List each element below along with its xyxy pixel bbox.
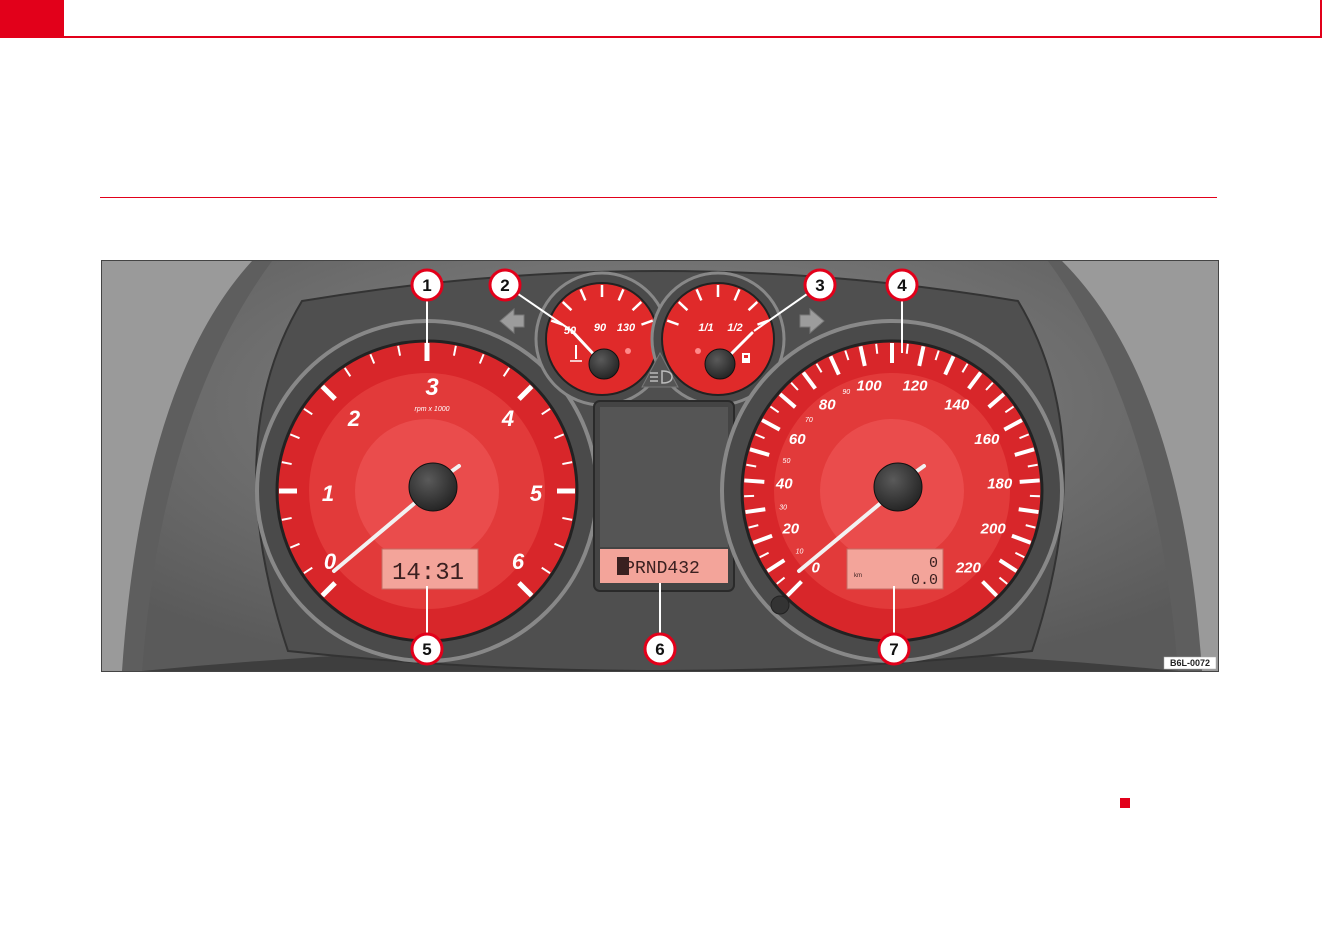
callout-number: 5 [422,640,431,659]
tach-scale-4: 4 [501,406,514,431]
speed-scale-label: 140 [944,397,970,414]
callout-number: 4 [897,276,907,295]
speed-minor-tick [744,480,754,481]
speed-scale-label: 180 [987,475,1013,492]
fuel-scale-half: 1/2 [727,322,742,334]
speed-minor-tick [907,344,908,354]
callout-number: 3 [815,276,824,295]
clock-readout: 14:31 [392,560,464,587]
speed-minor-label: 90 [842,389,850,396]
tach-unit-label: rpm x 1000 [414,406,449,413]
header-rule-end [1320,0,1322,38]
speed-minor-label: 10 [796,548,804,555]
callout-number: 7 [889,640,898,659]
speed-scale-label: 40 [775,475,793,492]
coolant-scale-130: 130 [617,322,636,334]
speed-minor-tick [746,511,756,512]
tach-scale-2: 2 [347,406,361,431]
tach-hub [409,463,457,511]
header-rule [64,36,1322,38]
gear-indicator-text: PRND432 [624,559,700,579]
page-tab-marker [0,0,64,38]
tach-scale-1: 1 [322,481,334,506]
tach-scale-3: 3 [425,374,439,401]
tach-scale-5: 5 [530,481,543,506]
figure-code: B6L-0072 [1170,658,1210,668]
section-divider [100,197,1217,198]
coolant-scale-90: 90 [594,322,607,334]
speed-minor-label: 50 [783,458,791,465]
trip-unit: km [854,573,862,579]
instrument-cluster-figure: 0 1 2 3 rpm x 1000 4 5 6 14:31 50 90 130… [101,260,1219,672]
speed-scale-label: 160 [974,431,1000,448]
section-end-marker [1120,798,1130,808]
speed-minor-label: 30 [779,505,787,512]
speed-minor-tick [1030,480,1040,481]
odometer-total: 0 [929,555,938,572]
callout-number: 2 [500,276,509,295]
speed-scale-label: 100 [857,377,883,394]
odometer-trip: 0.0 [911,572,938,589]
speed-scale-label: 220 [955,559,982,576]
speed-hub [874,463,922,511]
center-display: PRND432 [594,401,734,591]
speed-scale-label: 20 [781,521,799,538]
trip-reset-knob[interactable] [771,596,789,614]
speed-minor-tick [876,344,877,354]
speed-scale-label: 60 [789,431,806,448]
speed-minor-tick [1029,511,1039,512]
speed-scale-label: 120 [902,377,928,394]
speed-scale-label: 200 [980,521,1007,538]
callout-number: 1 [422,276,431,295]
fuel-pump-icon [742,353,750,363]
fuel-scale-full: 1/1 [698,322,713,334]
tach-scale-6: 6 [512,549,525,574]
speed-scale-label: 80 [819,397,836,414]
speed-minor-label: 70 [805,417,813,424]
callout-number: 6 [655,640,664,659]
